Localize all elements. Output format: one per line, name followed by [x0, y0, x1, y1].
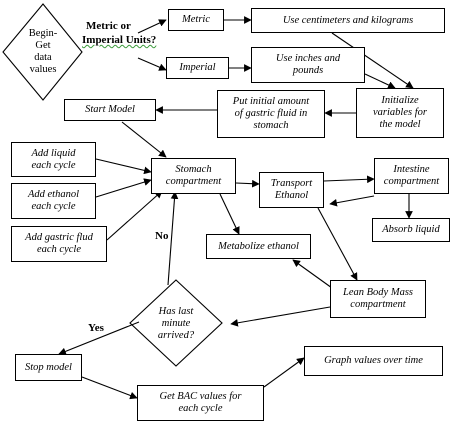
- edge-gastric-add-to-stomach: [106, 190, 163, 241]
- decision-diamond: [129, 279, 223, 367]
- initialize-box: Initialize variables for the model: [356, 88, 444, 138]
- edge-lean-to-decision: [230, 306, 331, 327]
- edge-decision-no: [167, 191, 179, 286]
- edge-decision-yes: [58, 321, 140, 356]
- edge-transport-to-lean: [317, 207, 358, 281]
- add-ethanol-box: Add ethanol each cycle: [11, 183, 96, 219]
- put-gastric-box: Put initial amount of gastric fluid in s…: [217, 90, 325, 138]
- edge-stomach-to-metabolize: [219, 193, 240, 235]
- edge-ethanol-to-stomach: [95, 178, 152, 198]
- edge-question-to-imperial: [137, 57, 167, 71]
- stomach-box: Stomach compartment: [151, 158, 236, 194]
- get-bac-box: Get BAC values for each cycle: [137, 385, 264, 421]
- add-liquid-box: Add liquid each cycle: [11, 142, 96, 177]
- edge-liquid-to-stomach: [95, 158, 152, 175]
- add-gastric-box: Add gastric flud each cycle: [11, 226, 107, 262]
- edge-inlb-to-init: [364, 73, 396, 89]
- absorb-box: Absorb liquid: [372, 218, 450, 242]
- graph-box: Graph values over time: [304, 346, 443, 376]
- yes-edge-label: Yes: [88, 322, 104, 334]
- transport-box: Transport Ethanol: [259, 172, 324, 208]
- edge-intestine-to-transport: [329, 195, 375, 207]
- no-edge-label: No: [155, 230, 169, 242]
- metric-box: Metric: [168, 9, 224, 31]
- intestine-box: Intestine compartment: [374, 158, 449, 194]
- edge-question-to-metric: [137, 19, 167, 34]
- use-cm-kg-box: Use centimeters and kilograms: [251, 8, 445, 33]
- edge-stomach-to-transport: [235, 179, 260, 188]
- begin-diamond: [2, 3, 83, 101]
- lean-body-box: Lean Body Mass compartment: [330, 280, 426, 318]
- edge-lean-to-metabolize: [292, 259, 333, 289]
- edge-bac-to-graph: [263, 357, 305, 388]
- metabolize-box: Metabolize ethanol: [206, 234, 311, 259]
- stop-model-box: Stop model: [15, 354, 82, 381]
- edge-transport-to-intestine: [323, 175, 375, 184]
- edge-stop-to-bac: [81, 376, 138, 400]
- edge-cmkg-to-init: [331, 32, 414, 89]
- edge-start-to-stomach: [121, 121, 167, 158]
- imperial-box: Imperial: [166, 57, 229, 79]
- decision-node-label: Has last minute arrived?: [157, 306, 195, 341]
- begin-node-label: Begin- Get data values: [28, 28, 58, 75]
- units-question-line1: Metric or: [86, 20, 131, 32]
- use-in-lb-box: Use inches and pounds: [251, 47, 365, 83]
- start-model-box: Start Model: [64, 99, 156, 121]
- units-question-line2: Imperial Units?: [82, 34, 157, 46]
